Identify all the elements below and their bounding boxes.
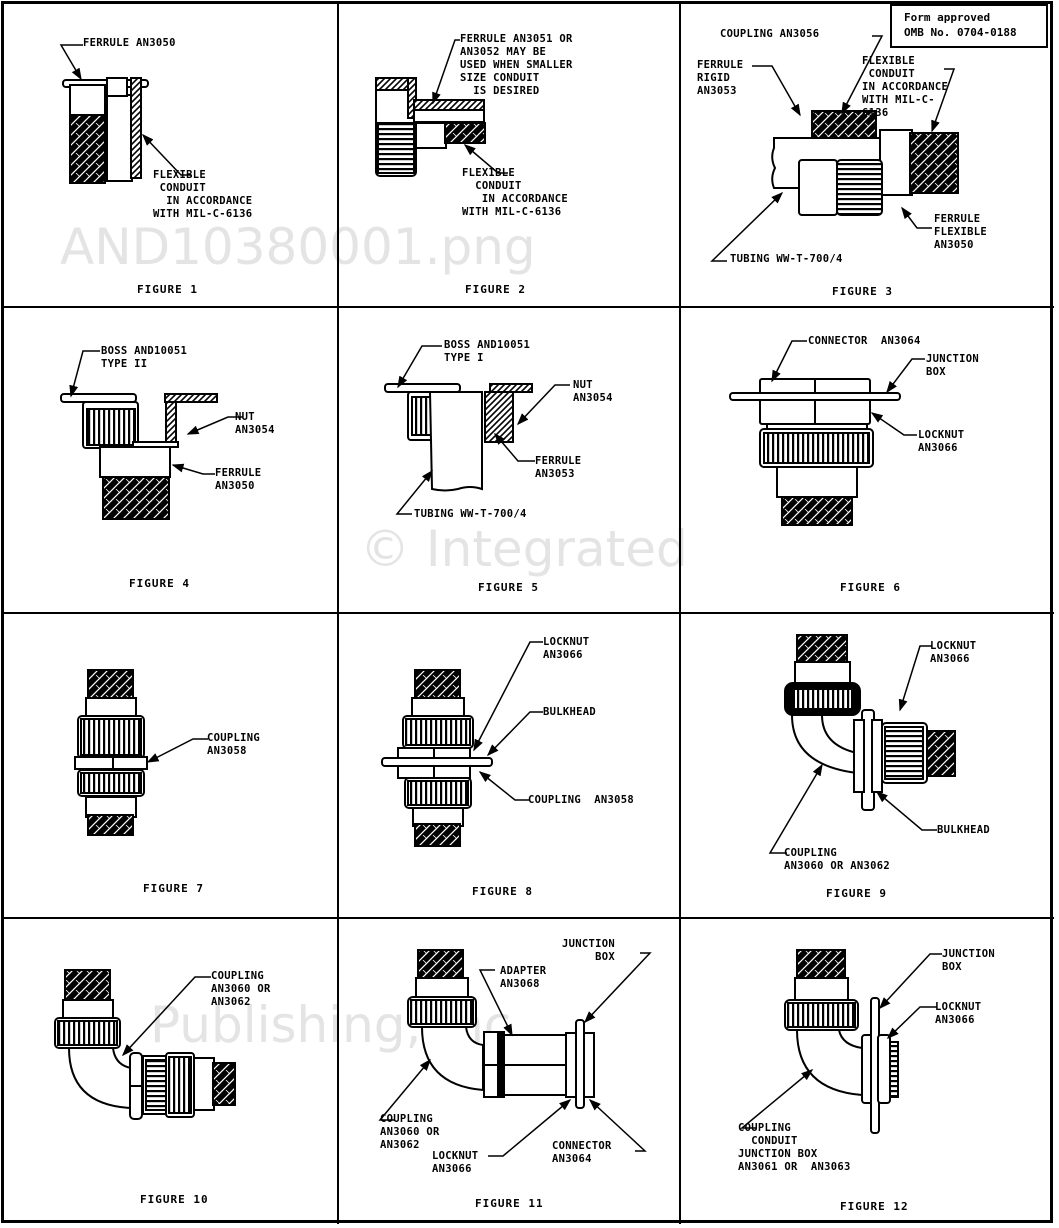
figure-caption: FIGURE 3 xyxy=(832,285,893,298)
figure-12-drawing xyxy=(739,949,942,1134)
label-boss-type-i: BOSS AND10051 TYPE I xyxy=(444,339,531,364)
label-junction-box: JUNCTION BOX xyxy=(926,353,979,378)
figure-7-drawing xyxy=(74,669,208,836)
figure-10: COUPLING AN3060 OR AN3062 FIGURE 10 xyxy=(3,920,338,1223)
label-junction-box: JUNCTION BOX xyxy=(942,948,995,973)
figure-8: LOCKNUT AN3066 BULKHEAD COUPLING AN3058 … xyxy=(340,615,680,918)
label-locknut-an3066: LOCKNUT AN3066 xyxy=(935,1001,982,1026)
label-coupling-an3058: COUPLING AN3058 xyxy=(528,794,634,806)
label-locknut-an3066: LOCKNUT AN3066 xyxy=(930,640,977,665)
label-ferrule-an3053: FERRULE AN3053 xyxy=(535,455,582,480)
grid-divider-horizontal-1 xyxy=(2,306,1054,308)
figure-1: FERRULE AN3050 FLEXIBLE CONDUIT IN ACCOR… xyxy=(3,3,338,307)
figure-caption: FIGURE 6 xyxy=(840,581,901,594)
omb-number-text: OMB No. 0704-0188 xyxy=(904,26,1017,39)
figure-1-drawing xyxy=(59,44,191,184)
figure-caption: FIGURE 12 xyxy=(840,1200,909,1213)
label-locknut-an3066: LOCKNUT AN3066 xyxy=(432,1150,479,1175)
figure-caption: FIGURE 8 xyxy=(472,885,533,898)
figure-6: CONNECTOR AN3064 JUNCTION BOX LOCKNUT AN… xyxy=(682,309,1054,613)
label-locknut-an3066: LOCKNUT AN3066 xyxy=(543,636,590,661)
figure-caption: FIGURE 9 xyxy=(826,887,887,900)
label-connector-an3064: CONNECTOR AN3064 xyxy=(552,1140,612,1165)
figure-caption: FIGURE 4 xyxy=(129,577,190,590)
label-connector-an3064: CONNECTOR AN3064 xyxy=(808,335,921,347)
label-nut-an3054: NUT AN3054 xyxy=(235,411,275,436)
label-coupling-an3060: COUPLING AN3060 OR AN3062 xyxy=(784,847,890,872)
figure-7: COUPLING AN3058 FIGURE 7 xyxy=(3,615,338,918)
label-ferrule-an3051: FERRULE AN3051 OR AN3052 MAY BE USED WHE… xyxy=(460,33,573,97)
label-flexible-conduit: FLEXIBLE CONDUIT IN ACCORDANCE WITH MIL-… xyxy=(462,167,568,218)
figure-9: LOCKNUT AN3066 BULKHEAD COUPLING AN3060 … xyxy=(682,615,1054,918)
label-ferrule-an3050: FERRULE AN3050 xyxy=(215,467,262,492)
figure-4-drawing xyxy=(60,350,243,520)
label-ferrule-flexible: FERRULE FLEXIBLE AN3050 xyxy=(934,213,987,251)
label-boss-type-ii: BOSS AND10051 TYPE II xyxy=(101,345,188,370)
figure-9-drawing xyxy=(768,634,956,854)
form-approved-text: Form approved xyxy=(904,11,991,24)
figure-caption: FIGURE 11 xyxy=(475,1197,544,1210)
label-tubing: TUBING WW-T-700/4 xyxy=(730,253,843,265)
label-coupling-an3060: COUPLING AN3060 OR AN3062 xyxy=(380,1113,440,1151)
figure-11-drawing xyxy=(378,949,652,1157)
grid-divider-horizontal-2 xyxy=(2,612,1054,614)
figure-2: FERRULE AN3051 OR AN3052 MAY BE USED WHE… xyxy=(340,3,680,307)
label-coupling-an3058: COUPLING AN3058 xyxy=(207,732,260,757)
figure-3: COUPLING AN3056 FERRULE RIGID AN3053 FLE… xyxy=(682,3,1054,307)
figure-caption: FIGURE 5 xyxy=(478,581,539,594)
figure-6-drawing xyxy=(729,340,925,526)
figure-2-drawing xyxy=(375,39,508,177)
figure-4: BOSS AND10051 TYPE II NUT AN3054 FERRULE… xyxy=(3,309,338,613)
form-approval-box: Form approved OMB No. 0704-0188 xyxy=(890,4,1048,48)
label-coupling-conduit-junction-box: COUPLING CONDUIT JUNCTION BOX AN3061 OR … xyxy=(738,1122,851,1173)
figure-11: JUNCTION BOX ADAPTER AN3068 COUPLING AN3… xyxy=(340,920,680,1223)
label-adapter-an3068: ADAPTER AN3068 xyxy=(500,965,547,990)
label-tubing: TUBING WW-T-700/4 xyxy=(414,508,527,520)
figure-5: BOSS AND10051 TYPE I NUT AN3054 FERRULE … xyxy=(340,309,680,613)
grid-divider-horizontal-3 xyxy=(2,917,1054,919)
figure-3-drawing xyxy=(710,35,959,262)
label-bulkhead: BULKHEAD xyxy=(937,824,990,836)
label-bulkhead: BULKHEAD xyxy=(543,706,596,718)
label-junction-box: JUNCTION BOX xyxy=(562,938,615,963)
figure-caption: FIGURE 7 xyxy=(143,882,204,895)
label-flexible-conduit: FLEXIBLE CONDUIT IN ACCORDANCE WITH MIL-… xyxy=(862,55,949,119)
figure-8-drawing xyxy=(381,641,543,847)
label-ferrule-an3050: FERRULE AN3050 xyxy=(83,37,176,49)
label-coupling-an3056: COUPLING AN3056 xyxy=(720,28,820,40)
figure-caption: FIGURE 10 xyxy=(140,1193,209,1206)
label-coupling-an3060: COUPLING AN3060 OR AN3062 xyxy=(211,970,271,1008)
figure-12: JUNCTION BOX LOCKNUT AN3066 COUPLING CON… xyxy=(682,920,1054,1223)
label-nut-an3054: NUT AN3054 xyxy=(573,379,613,404)
figure-10-drawing xyxy=(54,969,236,1120)
label-ferrule-rigid: FERRULE RIGID AN3053 xyxy=(697,59,744,97)
figure-5-drawing xyxy=(384,345,570,515)
label-locknut-an3066: LOCKNUT AN3066 xyxy=(918,429,965,454)
figure-caption: FIGURE 1 xyxy=(137,283,198,296)
figure-caption: FIGURE 2 xyxy=(465,283,526,296)
label-flexible-conduit: FLEXIBLE CONDUIT IN ACCORDANCE WITH MIL-… xyxy=(153,169,253,220)
